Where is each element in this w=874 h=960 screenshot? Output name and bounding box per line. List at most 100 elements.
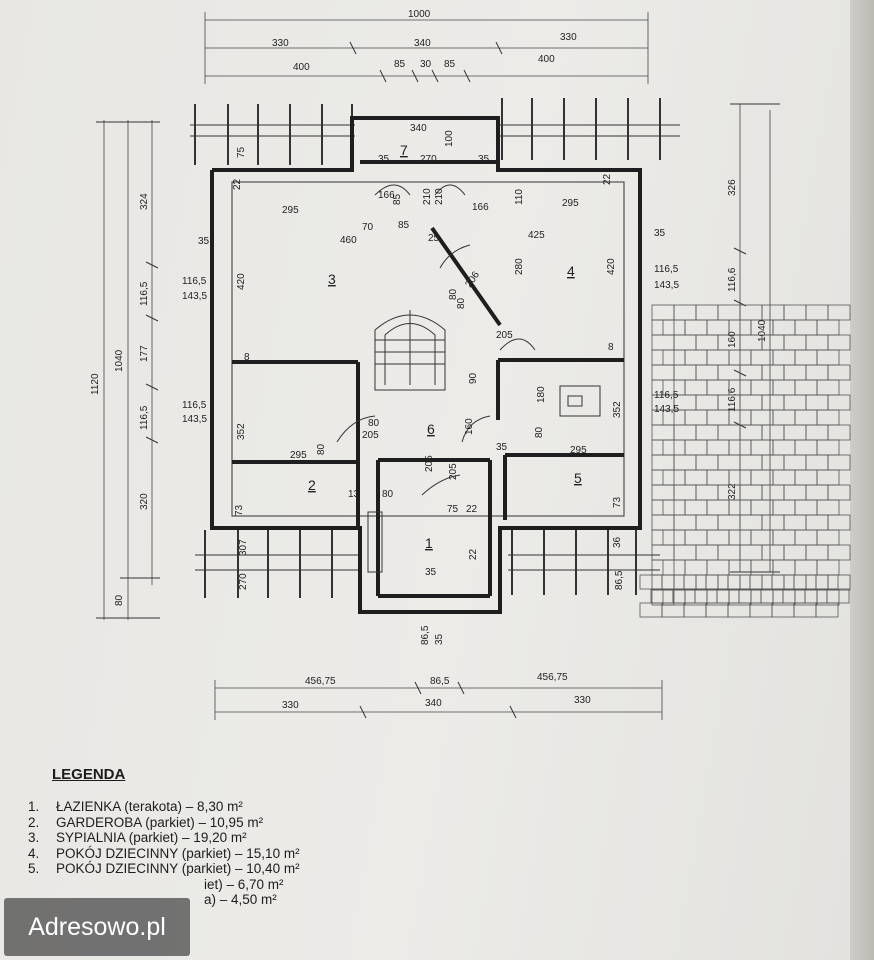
dim-bottom-1a: 456,75 [305, 676, 336, 687]
roof-tile [650, 588, 674, 604]
dim-label: 460 [340, 235, 357, 246]
roof-tile [706, 409, 730, 426]
roof-tile [673, 334, 697, 351]
roof-tile [684, 469, 708, 486]
dim-label: 85 [398, 220, 410, 231]
dim-bottom-1b: 86,5 [430, 676, 450, 687]
legend-item-number: 2. [28, 814, 40, 830]
roof-tile [651, 424, 675, 441]
roof-tile [684, 379, 708, 396]
roof-tile [739, 484, 763, 501]
dim-label: 160 [464, 418, 475, 435]
roof-tile [673, 304, 697, 321]
roof-tile [816, 559, 840, 576]
dim-label: 205 [362, 430, 379, 441]
roof-tile [772, 349, 796, 366]
roof-tiles [639, 304, 851, 618]
dim-left-outer: 1120 [90, 373, 101, 395]
roof-tile [815, 574, 839, 590]
roof-tile [717, 514, 741, 531]
roof-tile [827, 544, 851, 561]
roof-tile [684, 439, 708, 456]
roof-tile [739, 574, 763, 591]
dim-right-total: 1040 [757, 319, 768, 342]
dim-label: 35 [198, 236, 210, 247]
legend-item-number: 1. [28, 799, 40, 814]
dim-label: 352 [612, 401, 623, 418]
roof-tile [827, 574, 851, 591]
dim-label: 295 [562, 198, 579, 209]
dim-label: 205 [496, 330, 513, 341]
dim-label: 80 [382, 489, 394, 500]
roof-tile [651, 574, 675, 591]
dim-label: 8 [244, 352, 250, 363]
roof-tile [794, 559, 818, 576]
room-5-number: 5 [574, 470, 582, 486]
walls [210, 116, 642, 614]
roof-tile [739, 514, 763, 531]
roof-tile [739, 544, 763, 561]
dim-label: 295 [282, 205, 299, 216]
roof-tile [816, 349, 840, 366]
legend-item: a) – 4,50 m² [28, 892, 548, 908]
dim-label: 110 [514, 189, 525, 205]
roof-tile [673, 364, 697, 381]
roof-tile [827, 484, 851, 501]
roof-tile [771, 574, 795, 590]
roof-tile [761, 424, 785, 441]
roof-tile [805, 574, 829, 591]
roof-tile [695, 514, 719, 531]
roof-tile [827, 334, 851, 351]
roof-tile [794, 409, 818, 426]
dim-left-324: 324 [139, 193, 150, 210]
dim-top-3a: 400 [293, 62, 310, 73]
legend-item: 5.POKÓJ DZIECINNY (parkiet) – 10,40 m² [28, 861, 548, 877]
dim-label: 85 [392, 193, 403, 205]
dim-right-322: 322 [727, 483, 738, 500]
dim-label: 86,5 [614, 570, 625, 590]
dim-top-3c: 30 [420, 59, 432, 70]
roof-tile [805, 424, 829, 441]
dim-label: 80 [534, 426, 545, 438]
roof-tile [804, 588, 828, 604]
dim-bottom-2c: 330 [574, 695, 591, 706]
dim-label: 307 [238, 539, 249, 556]
roof-tile [695, 574, 719, 591]
room-6-number: 6 [427, 421, 435, 437]
roof-tile [761, 574, 785, 591]
dim-label: 166 [378, 190, 395, 201]
dim-label: 22 [232, 178, 243, 190]
dim-label: 22 [466, 504, 478, 515]
roof-tile [651, 544, 675, 561]
roof-tile [783, 574, 807, 591]
roof-tile [794, 499, 818, 516]
roof-tile [673, 484, 697, 501]
roof-tile [783, 514, 807, 531]
dim-label: 22 [602, 173, 613, 185]
legend-title: LEGENDA [52, 766, 126, 783]
roof-tile [794, 439, 818, 456]
dim-label: 73 [234, 504, 245, 516]
roof-tile [772, 409, 796, 426]
dim-left-mid: 1040 [114, 349, 125, 372]
dim-label: 116,5 [654, 390, 679, 401]
roof-tile [761, 514, 785, 531]
roof-tile [673, 544, 697, 561]
roof-tile [772, 529, 796, 546]
roof-tile [651, 364, 675, 381]
room-7-number: 7 [400, 142, 408, 158]
roof-tile [684, 409, 708, 426]
dim-label: 143,5 [182, 291, 207, 302]
dim-label: 143,5 [654, 404, 679, 415]
roof-tile [717, 424, 741, 441]
roof-tile [794, 469, 818, 486]
roof-tile [716, 588, 740, 604]
roof-tile [772, 469, 796, 486]
roof-tile [738, 588, 762, 604]
floor-plan-drawing: 1000 330 340 330 400 85 30 85 400 1120 1… [90, 9, 851, 720]
roof-tile [695, 364, 719, 381]
dim-left-116b: 116,5 [139, 281, 150, 306]
roof-tile [827, 454, 851, 471]
roof-tile [783, 394, 807, 411]
roof-tile [760, 588, 784, 604]
